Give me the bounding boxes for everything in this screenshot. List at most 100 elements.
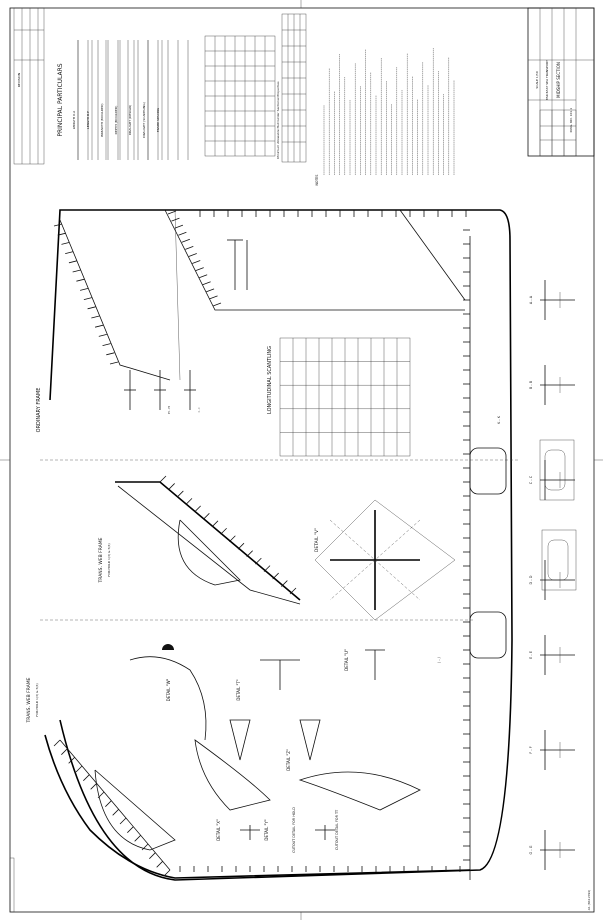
detail-v-label: DETAIL "V" — [314, 528, 320, 552]
web-frame-stiffener — [127, 826, 134, 833]
web-frame-stiffener — [185, 498, 193, 505]
web-frame-stiffener — [75, 765, 83, 773]
frame-stiffener — [87, 306, 96, 310]
web-frame-stiffener — [112, 809, 119, 816]
frame-stiffener — [68, 260, 78, 264]
section-hh-label: H - H — [167, 406, 171, 414]
frame-stiffener — [195, 267, 204, 271]
web-frame-stiffener — [119, 817, 127, 825]
ordinary-frame-label: ORDINARY FRAME — [36, 388, 42, 433]
section-ee-label: E - E — [529, 651, 533, 659]
section-ii-label: I - I — [197, 408, 201, 413]
trans-web-frame-2-sub: FOR HOLD 1(3) & 5(6) — [35, 683, 39, 716]
revision-header: REVISION — [17, 73, 21, 87]
detail-y-label: DETAIL "Y" — [264, 819, 269, 840]
web-frame-stiffener — [255, 557, 262, 565]
web-frame-stiffener — [289, 587, 297, 595]
detail-t-label: DETAIL "T" — [236, 679, 241, 700]
double-bottom-openings — [469, 439, 577, 659]
frame-stiffener — [181, 238, 190, 243]
longitudinal-scantling-table: LONGITUDINAL SCANTLING — [267, 337, 411, 457]
frame-stiffener — [102, 343, 111, 346]
web-frame-stiffener — [203, 513, 210, 520]
frame-stiffener — [209, 295, 218, 300]
cutout-detail-2-label: CUTOUT DETAIL FOR TT — [335, 809, 339, 850]
section-bb-label: B - B — [529, 380, 533, 389]
frame-stiffener — [174, 224, 184, 229]
frame-stiffener — [171, 217, 180, 222]
section-property-heading: Minimum Allowable Hull Girder Sectional … — [276, 81, 280, 159]
corner-box — [9, 857, 15, 913]
scale-label: SCALE 1/50 — [535, 71, 539, 88]
frame-stiffener — [61, 242, 70, 245]
frame-stiffener — [94, 324, 104, 328]
section-cc-label: C - C — [529, 475, 533, 484]
web-frame-stiffener — [159, 475, 167, 483]
web-frame-stiffener — [141, 843, 149, 851]
principal-particulars-heading: PRINCIPAL PARTICULARS — [57, 63, 64, 136]
web-frame-stiffener — [168, 483, 175, 490]
frame-stiffener — [178, 231, 187, 236]
frame-stiffener — [65, 251, 74, 254]
detail-u-label: DETAIL "U" — [344, 649, 349, 671]
detail-z-label: DETAIL "Z" — [286, 749, 291, 771]
principal-particulars-row: BREADTH (MOULDED) — [100, 103, 104, 136]
web-frame-stiffener — [272, 572, 279, 580]
margin-note: A1 (841x594) — [587, 890, 591, 910]
section-dd-label: D - D — [529, 575, 533, 584]
frame-stiffener — [57, 232, 66, 236]
frame-table — [204, 35, 276, 157]
web-frame-stiffener — [194, 505, 201, 513]
principal-particulars-row: DRAUGHT (DESIGN) — [128, 105, 132, 135]
frame-stiffener — [83, 297, 92, 300]
trans-web-frame-1-sub: FOR HOLD 1(3) & 5(6) — [107, 543, 111, 576]
drawing-title: MIDSHIP SECTION — [556, 62, 561, 98]
section-kk-label: K - K — [497, 415, 501, 424]
frame-stiffener — [199, 274, 208, 279]
web-frame-stiffener — [263, 565, 271, 572]
frame-stiffener — [109, 361, 119, 365]
frame-stiffener — [202, 281, 211, 286]
trans-web-frame-view-1: TRANS. WEB FRAME FOR HOLD 1(3) & 5(6) — [98, 475, 301, 605]
web-frame-stiffener — [246, 550, 253, 557]
frame-stiffener — [167, 210, 177, 215]
section-gg-label: G - G — [529, 845, 533, 854]
trans-web-frame-1-label: TRANS. WEB FRAME — [98, 537, 104, 583]
frame-stiffener — [72, 269, 81, 273]
web-frame-stiffener — [90, 783, 97, 790]
principal-particulars-row: DEPTH (MOULDED) — [114, 106, 118, 135]
principal-particulars-row: LENGTH O.A — [72, 110, 76, 129]
web-frame-stiffener — [149, 852, 156, 859]
title-block: MIDSHIP SECTION FAR EAST SEA TRANSPORT S… — [527, 7, 595, 157]
frame-stiffener — [185, 246, 194, 250]
frame-stiffener — [192, 260, 201, 264]
web-frame-stiffener — [281, 580, 288, 587]
web-frame-stiffener — [53, 739, 61, 747]
detail-x-label: DETAIL "X" — [216, 819, 221, 841]
web-frame-stiffener — [211, 520, 219, 528]
frame-stiffener — [91, 315, 100, 319]
web-frame-stiffener — [83, 774, 90, 781]
frame-stiffener — [53, 223, 63, 227]
web-frame-stiffener — [61, 748, 68, 755]
section-details-upper: H - H I - I — [124, 239, 248, 414]
drawing-number: DWG. NO. 101-1 — [569, 108, 573, 133]
web-frame-stiffener — [156, 861, 163, 868]
frame-stiffener — [76, 278, 85, 282]
frame-stiffener — [106, 352, 115, 356]
frame-stiffener — [205, 288, 215, 293]
web-frame-stiffener — [237, 542, 245, 550]
web-frame-stiffener — [229, 535, 236, 543]
web-frame-stiffener — [220, 527, 227, 535]
ordinary-frame-view: ORDINARY FRAME — [36, 209, 513, 881]
web-frame-stiffener — [177, 490, 184, 498]
frame-stiffener — [212, 302, 222, 307]
section-aa-label: A - A — [529, 295, 533, 304]
details-lower: DETAIL "W" DETAIL "T" DETAIL "U" DETAIL … — [129, 644, 421, 853]
right-sections: A - A B - B C - C D - D E - E F - F G - … — [437, 280, 575, 870]
frame-stiffener — [98, 334, 107, 337]
trans-web-frame-view-2: TRANS. WEB FRAME FOR HOLD 1(3) & 5(6) — [26, 677, 471, 879]
web-frame-stiffener — [97, 791, 105, 799]
revision-block: REVISION — [13, 7, 45, 165]
